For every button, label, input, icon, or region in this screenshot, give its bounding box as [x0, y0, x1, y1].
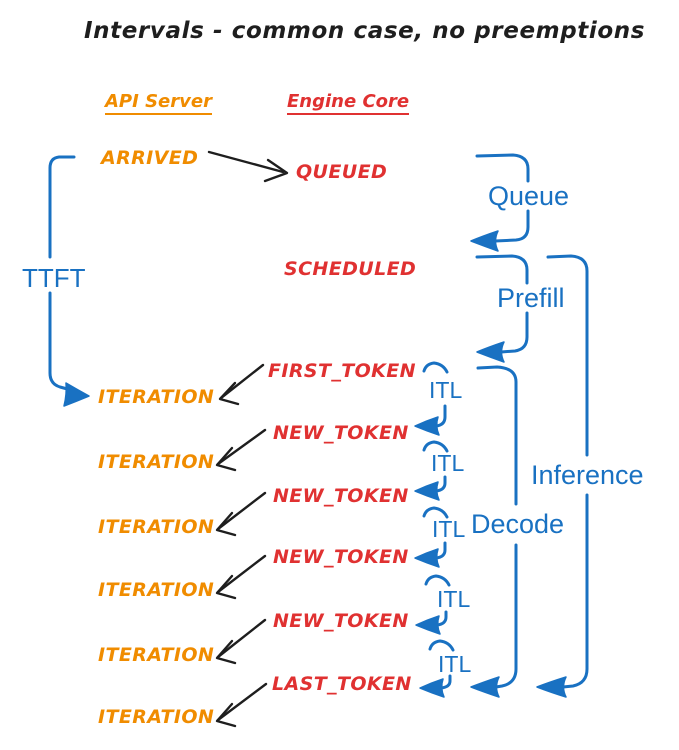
- queue-arrowhead: [470, 230, 499, 252]
- ttft-bracket-bottom: [48, 291, 73, 392]
- prefill-bracket-top: [475, 254, 529, 285]
- interval-label-itl-3: ITL: [432, 516, 466, 542]
- interval-label-decode: Decode: [471, 509, 565, 539]
- inference-arrowhead: [536, 676, 567, 698]
- interval-label-itl-1: ITL: [429, 377, 463, 403]
- inference-bracket-top: [546, 254, 589, 457]
- interval-label-itl-4: ITL: [437, 586, 471, 612]
- arrow-new-token-2-iteration: [216, 491, 267, 531]
- event-iteration-6: ITERATION: [98, 706, 215, 728]
- event-queued: QUEUED: [296, 161, 388, 183]
- itl-4-curl: [435, 610, 448, 627]
- itl-5-arrowhead: [419, 678, 445, 698]
- itl-1-hook: [422, 361, 449, 374]
- itl-4-hook: [424, 574, 451, 587]
- arrow-last-token-iteration-head: [215, 702, 237, 728]
- event-iteration-1: ITERATION: [98, 386, 215, 408]
- inference-bracket-bottom: [561, 493, 589, 689]
- event-iteration-2: ITERATION: [98, 451, 215, 473]
- itl-3-hook: [422, 506, 449, 519]
- event-new-token-1: NEW_TOKEN: [273, 422, 409, 444]
- itl-2-curl: [434, 475, 447, 493]
- event-scheduled: SCHEDULED: [284, 258, 417, 280]
- itl-2-hook: [422, 440, 449, 453]
- prefill-arrowhead: [476, 341, 505, 363]
- arrow-last-token-iteration: [216, 682, 268, 722]
- arrow-new-token-1-iteration-head: [215, 446, 237, 472]
- itl-5-hook: [428, 639, 455, 652]
- interval-label-inference: Inference: [531, 460, 644, 490]
- decode-bracket-top: [476, 365, 518, 506]
- arrow-new-token-1-iteration: [216, 428, 267, 466]
- queue-bracket-top: [475, 153, 530, 183]
- itl-3-curl: [434, 541, 447, 560]
- interval-label-ttft: TTFT: [22, 263, 86, 293]
- decode-bracket-bottom: [494, 543, 518, 689]
- arrow-new-token-3-iteration-head: [215, 574, 237, 600]
- queue-bracket-bottom: [493, 209, 530, 243]
- event-arrived: ARRIVED: [101, 147, 199, 169]
- prefill-bracket-bottom: [499, 311, 529, 354]
- event-last-token: LAST_TOKEN: [272, 673, 412, 695]
- event-new-token-2: NEW_TOKEN: [273, 485, 409, 507]
- event-iteration-5: ITERATION: [98, 644, 215, 666]
- itl-5-curl: [439, 674, 452, 690]
- arrow-new-token-3-iteration: [216, 554, 267, 594]
- arrow-new-token-4-iteration-head: [215, 639, 237, 665]
- diagram-title: Intervals - common case, no preemptions: [84, 18, 646, 44]
- interval-label-itl-5: ITL: [438, 651, 472, 677]
- arrow-first-token-iteration: [219, 363, 265, 400]
- interval-label-itl-2: ITL: [431, 450, 465, 476]
- arrow-first-token-iteration-head: [218, 381, 240, 406]
- column-header-api-server: API Server: [105, 91, 212, 115]
- arrow-arrived-queued-head: [263, 158, 289, 183]
- ttft-arrowhead: [63, 382, 90, 407]
- arrow-new-token-4-iteration: [216, 618, 267, 659]
- itl-4-arrowhead: [415, 615, 441, 635]
- event-new-token-3: NEW_TOKEN: [273, 546, 409, 568]
- event-new-token-4: NEW_TOKEN: [273, 610, 409, 632]
- column-header-engine-core: Engine Core: [287, 91, 410, 115]
- arrow-new-token-2-iteration-head: [215, 511, 237, 537]
- interval-label-queue: Queue: [488, 181, 570, 211]
- itl-3-arrowhead: [414, 548, 440, 568]
- itl-2-arrowhead: [414, 481, 440, 501]
- interval-label-prefill: Prefill: [497, 283, 565, 313]
- ttft-bracket-top: [48, 155, 76, 259]
- itl-1-arrowhead: [414, 416, 440, 436]
- itl-1-curl: [434, 404, 447, 428]
- event-iteration-4: ITERATION: [98, 579, 215, 601]
- event-iteration-3: ITERATION: [98, 516, 215, 538]
- arrow-arrived-queued: [207, 150, 285, 174]
- event-first-token: FIRST_TOKEN: [268, 360, 416, 382]
- decode-arrowhead: [470, 676, 500, 698]
